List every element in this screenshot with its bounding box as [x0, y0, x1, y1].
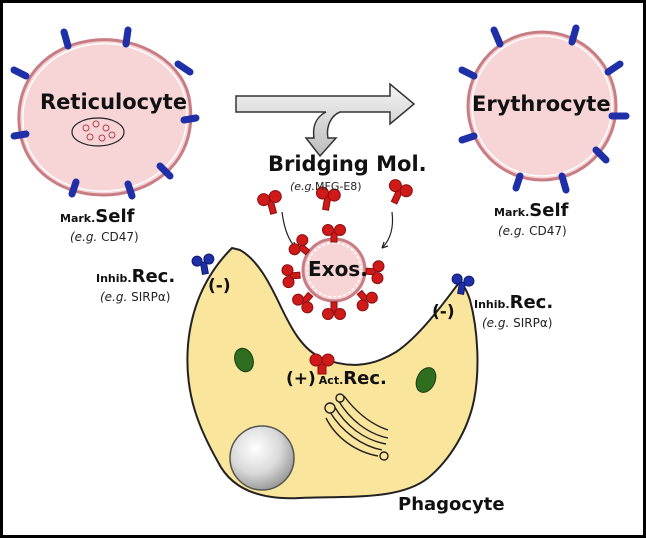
reticulocyte-self-markers [10, 26, 200, 200]
bridging-molecules [257, 179, 413, 375]
organelle-left [234, 347, 254, 373]
eg-prefix: (e.g. [482, 316, 510, 330]
inhib-left-example: (e.g. SIRPα) [100, 290, 170, 304]
marker-main: Self [95, 206, 135, 227]
marker-prefix: Mark. [494, 206, 530, 219]
inhib-prefix: Inhib. [96, 272, 132, 285]
eg-value: SIRPα) [513, 316, 553, 330]
erythrocyte-self-markers [458, 24, 630, 194]
organelle-right [415, 367, 437, 393]
marker-main: Self [529, 200, 569, 221]
reticulocyte-label: Reticulocyte [40, 90, 188, 114]
golgi-apparatus [324, 393, 389, 461]
reticulocyte-marker-label: Mark.Self [60, 206, 134, 227]
inhibitory-receptors [191, 253, 475, 295]
eg-prefix: (e.g. [498, 224, 526, 238]
bridging-example: (e.g.MFG-E8) [290, 180, 362, 193]
eg-value: CD47) [101, 230, 139, 244]
eg-prefix: (e.g. [100, 290, 128, 304]
eg-prefix: (e.g. [70, 230, 98, 244]
exosome-label: Exos. [308, 257, 368, 281]
act-sign: (+) [286, 369, 316, 389]
marker-prefix: Mark. [60, 212, 96, 225]
phagocyte-nucleus [229, 425, 295, 491]
activating-label: (+)Act.Rec. [286, 368, 387, 389]
act-main: Rec. [343, 368, 387, 389]
erythrocyte-marker-example: (e.g. CD47) [498, 224, 567, 238]
inhib-left-sign: (-) [208, 276, 231, 296]
inhib-prefix: Inhib. [474, 298, 510, 311]
inhib-right-example: (e.g. SIRPα) [482, 316, 552, 330]
phagocyte-label: Phagocyte [398, 494, 505, 515]
inhib-main: Rec. [509, 292, 554, 313]
inhib-left-label: Inhib.Rec. [96, 266, 175, 287]
bridging-title: Bridging Mol. [268, 152, 427, 176]
eg-value: SIRPα) [131, 290, 171, 304]
eg-prefix: (e.g. [290, 180, 316, 193]
maturation-arrow [235, 82, 416, 158]
eg-value: CD47) [529, 224, 567, 238]
inhib-right-sign: (-) [432, 302, 455, 322]
eg-value: MFG-E8) [315, 180, 362, 193]
erythrocyte-cell [466, 30, 618, 182]
erythrocyte-marker-label: Mark.Self [494, 200, 568, 221]
erythrocyte-label: Erythrocyte [472, 92, 611, 116]
inhib-main: Rec. [131, 266, 176, 287]
reticulocyte-cell [17, 38, 193, 197]
reticulocyte-marker-example: (e.g. CD47) [70, 230, 139, 244]
inhib-right-label: Inhib.Rec. [474, 292, 553, 313]
act-prefix: Act. [318, 374, 344, 387]
